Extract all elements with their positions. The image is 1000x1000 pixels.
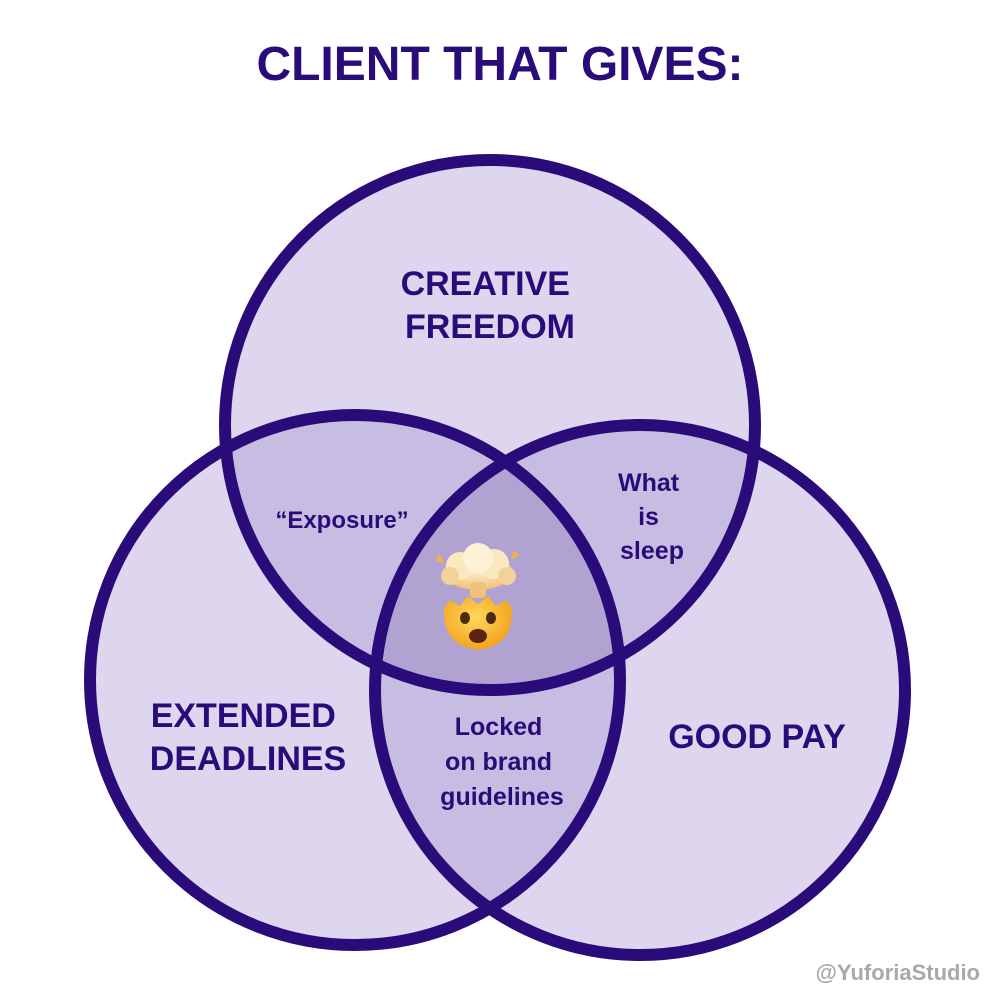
exploding-head-icon <box>435 543 520 650</box>
label-creative-freedom: CREATIVE FREEDOM <box>401 265 580 346</box>
label-good-pay: GOOD PAY <box>668 718 846 756</box>
label-locked-on-brand-guidelines: Locked on brand guidelines <box>440 713 564 811</box>
label-what-is-sleep: What is sleep <box>618 469 686 565</box>
circle-top-outline <box>219 154 761 696</box>
watermark-handle: @YuforiaStudio <box>815 960 980 985</box>
circle-left-outline <box>84 409 626 951</box>
diagram-title: CLIENT THAT GIVES: <box>256 38 743 91</box>
label-exposure: “Exposure” <box>275 507 408 534</box>
circle-right-outline <box>369 419 911 961</box>
label-extended-deadlines: EXTENDED DEADLINES <box>150 697 346 778</box>
